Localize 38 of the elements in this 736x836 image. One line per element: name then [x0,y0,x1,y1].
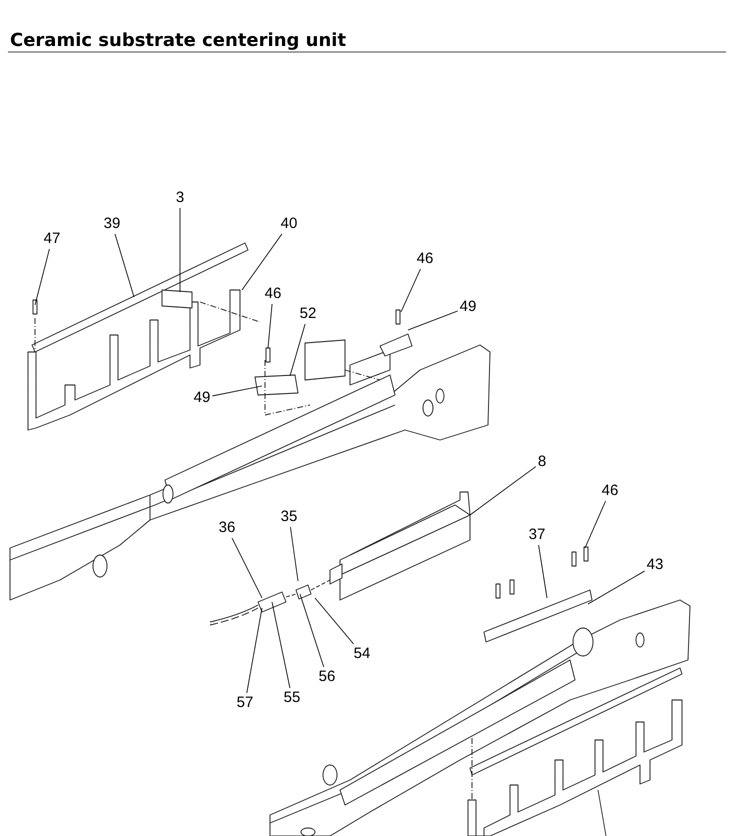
leader-line [300,594,324,668]
leader-line [232,538,262,598]
callout-number: 54 [354,646,370,662]
leader-line [212,386,262,396]
callout-number: 57 [236,695,254,711]
callout-number: 49 [194,390,210,406]
callout-number: 46 [602,483,618,499]
leader-line [314,598,354,644]
callout-number: 47 [44,231,60,247]
leader-line [290,526,298,582]
leader-line [408,310,458,330]
leader-line [272,602,290,688]
leader-line [242,234,282,290]
callout-number: 40 [280,216,298,232]
page-title: Ceramic substrate centering unit [10,30,346,51]
callout-number: 39 [104,216,120,232]
callout-number: 52 [300,306,316,322]
leader-line [268,304,272,348]
leader-line [538,544,548,598]
callout-number: 37 [528,527,546,543]
callout-number: 36 [218,520,236,536]
leader-line [470,466,536,516]
leader-line [290,324,306,376]
callout-number: 46 [416,251,434,267]
callout-number: 8 [538,454,546,470]
callout-number: 3 [176,190,184,206]
callout-number: 46 [264,286,282,302]
callout-number: 43 [646,557,664,573]
callout-number: 35 [280,509,298,525]
callout-number: 56 [318,669,336,685]
leader-line [34,248,50,306]
callout-number: 49 [460,299,476,315]
leader-line [246,608,262,694]
leader-line [400,268,421,312]
leader-line [584,500,606,548]
leader-line [114,234,134,298]
leader-line [588,570,646,604]
callout-number: 55 [284,690,300,706]
